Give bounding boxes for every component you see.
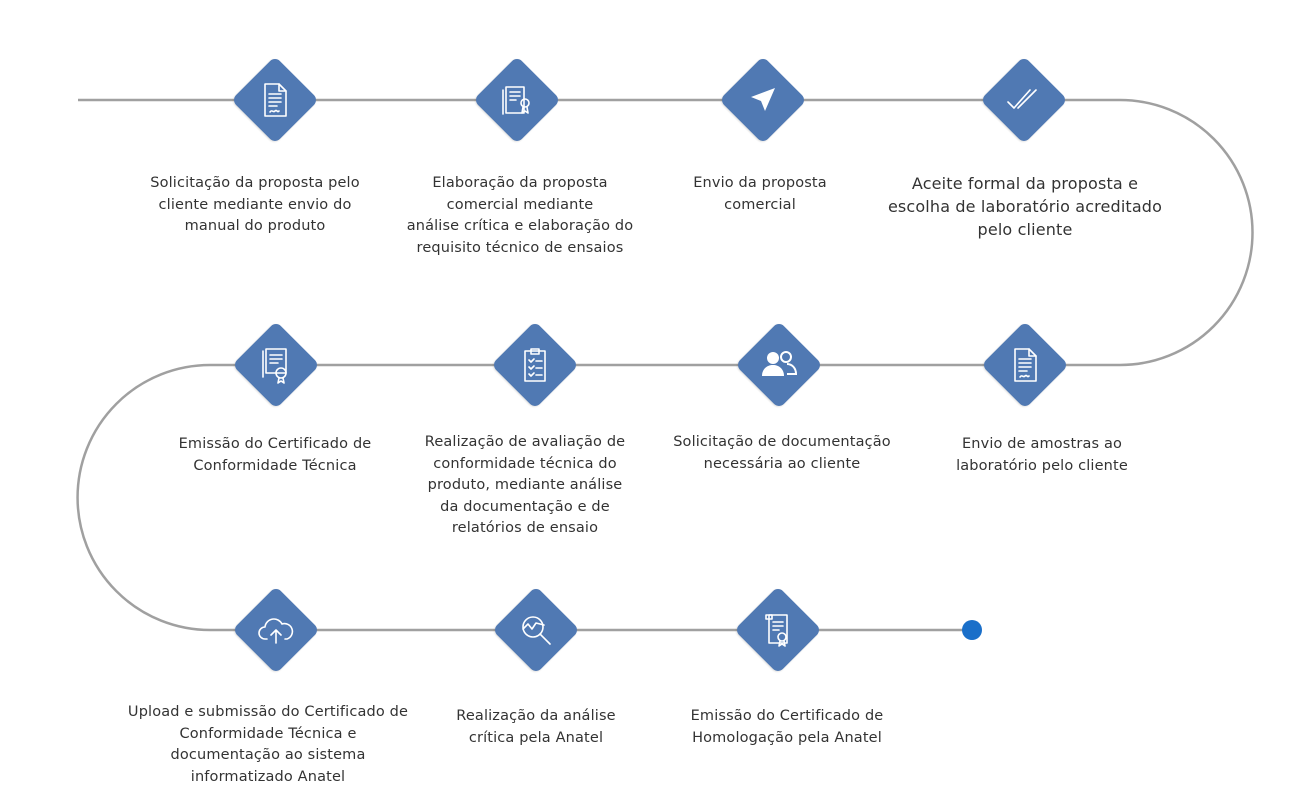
step-5-node <box>981 321 1069 409</box>
step-3-node <box>719 56 807 144</box>
cloud-upload-icon <box>256 613 296 647</box>
step-6-node <box>735 321 823 409</box>
certificate-seal-icon <box>257 345 295 385</box>
certificate-scroll-icon <box>760 610 796 650</box>
step-10-node <box>492 586 580 674</box>
step-1-node <box>231 56 319 144</box>
paper-plane-icon <box>745 82 781 118</box>
document-signature-icon <box>258 81 292 119</box>
step-2-node <box>473 56 561 144</box>
serpentine-line <box>76 98 1254 632</box>
step-9-node <box>232 586 320 674</box>
document-signature-icon <box>1008 346 1042 384</box>
magnifier-chart-icon <box>516 610 556 650</box>
users-icon <box>759 348 799 382</box>
clipboard-checklist-icon <box>518 345 552 385</box>
double-check-icon <box>1004 84 1044 116</box>
end-point <box>962 620 982 640</box>
certificate-review-icon <box>498 81 536 119</box>
step-11-node <box>734 586 822 674</box>
step-7-node <box>491 321 579 409</box>
step-4-node <box>980 56 1068 144</box>
step-8-node <box>232 321 320 409</box>
